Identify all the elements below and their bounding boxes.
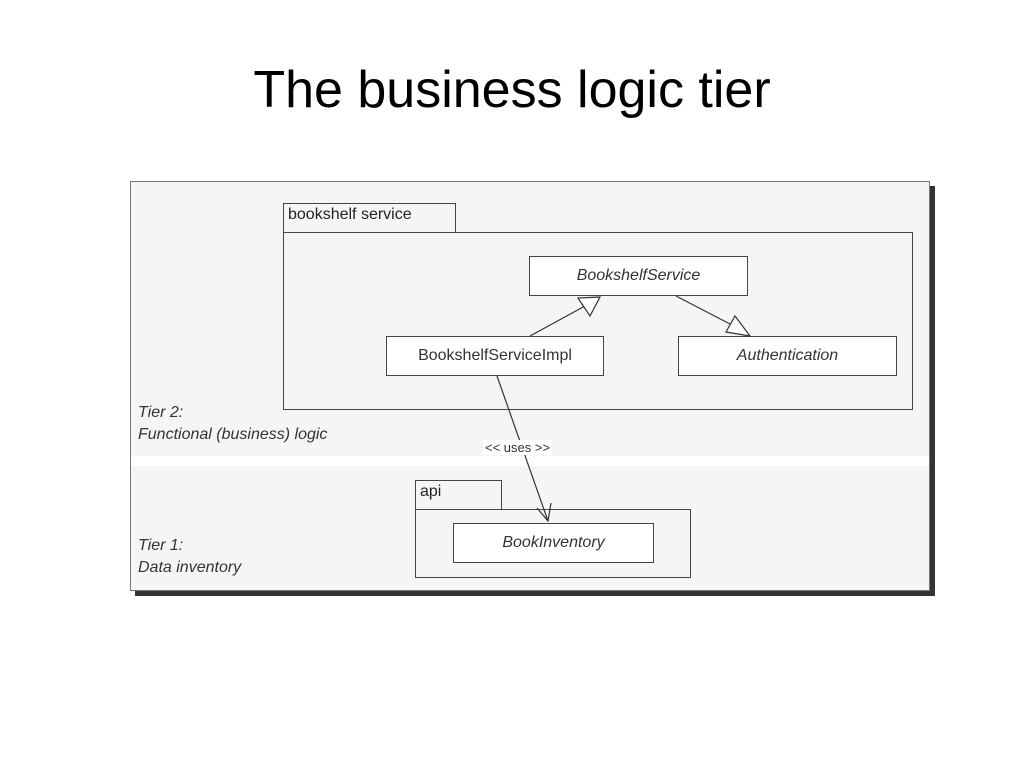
auth-arrowhead (725, 314, 752, 337)
tier1-label: Tier 1: Data inventory (138, 535, 241, 579)
uses-label: << uses >> (483, 440, 553, 455)
tier2-number: Tier 2: (138, 404, 184, 421)
class-authentication: Authentication (678, 336, 897, 376)
class-book-inventory: BookInventory (453, 523, 654, 563)
realization-line (529, 305, 586, 337)
tier2-label: Tier 2: Functional (business) logic (138, 402, 327, 446)
package-tab-api: api (415, 480, 502, 510)
realization-arrowhead (576, 296, 602, 318)
class-bookshelf-service: BookshelfService (529, 256, 748, 296)
uses-arrowhead (536, 502, 552, 523)
class-bookshelf-service-impl: BookshelfServiceImpl (386, 336, 604, 376)
slide-title: The business logic tier (253, 61, 771, 119)
tier-divider (131, 456, 929, 466)
auth-relation-line (675, 295, 731, 325)
tier2-description: Functional (business) logic (138, 426, 328, 443)
tier1-description: Data inventory (138, 559, 242, 576)
package-tab-bookshelf-service: bookshelf service (283, 203, 456, 233)
tier1-number: Tier 1: (138, 537, 184, 554)
